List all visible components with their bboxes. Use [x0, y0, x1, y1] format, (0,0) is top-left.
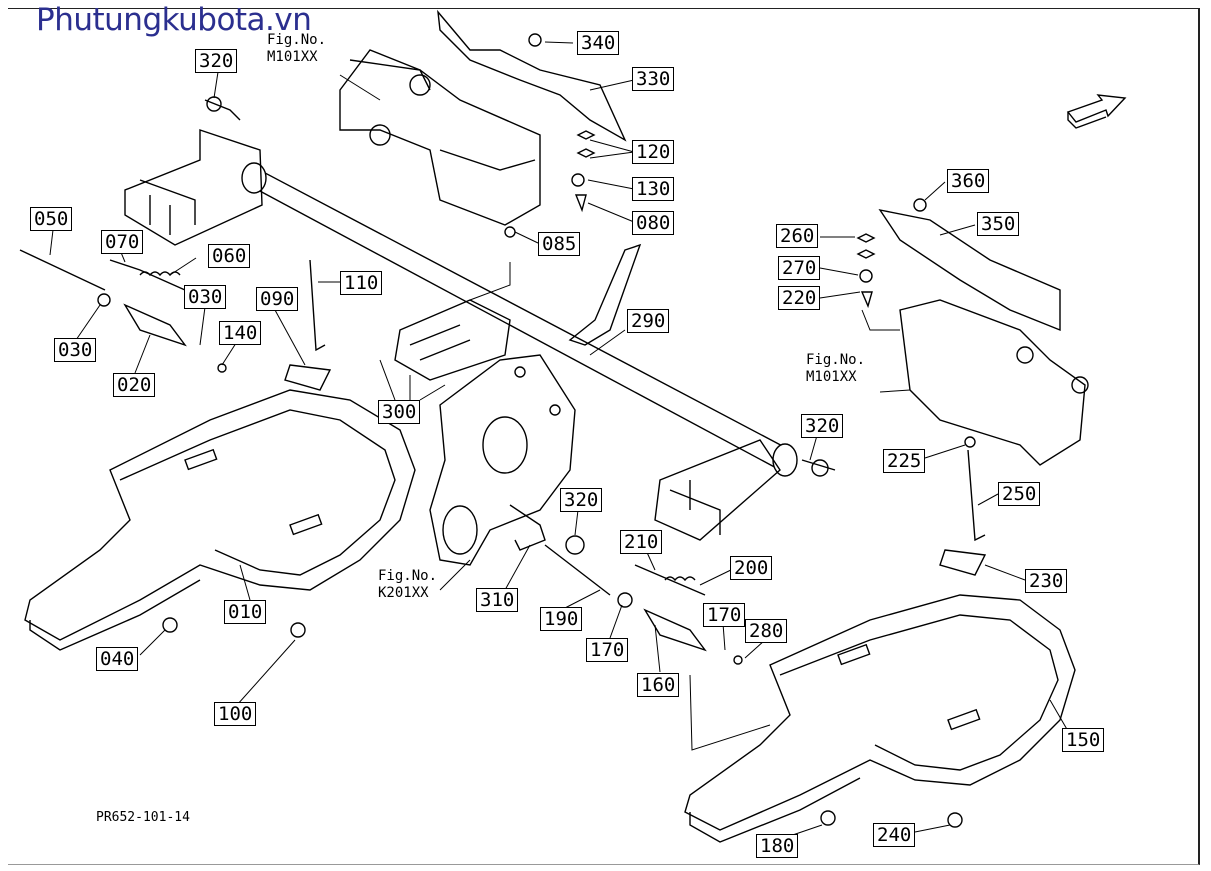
right-end-bracket [654, 439, 836, 541]
part-label-320-right[interactable]: 320 [801, 414, 844, 438]
part-label-310[interactable]: 310 [476, 588, 519, 612]
part-label-085[interactable]: 085 [538, 232, 581, 256]
part-label-030-right[interactable]: 030 [184, 285, 227, 309]
left-frame-bracket [339, 49, 541, 226]
part-label-230[interactable]: 230 [1025, 569, 1068, 593]
part-label-340[interactable]: 340 [577, 31, 620, 55]
part-label-150[interactable]: 150 [1062, 728, 1105, 752]
part-label-070[interactable]: 070 [101, 230, 144, 254]
fig-ref-m101-left: Fig.No.M101XX [267, 32, 327, 65]
part-label-240[interactable]: 240 [873, 823, 916, 847]
part-label-090[interactable]: 090 [256, 287, 299, 311]
part-label-060[interactable]: 060 [208, 244, 251, 268]
part-label-180[interactable]: 180 [756, 834, 799, 858]
drawing-frame [8, 8, 1200, 865]
part-label-320-top[interactable]: 320 [195, 49, 238, 73]
arm-290 [568, 243, 642, 346]
watermark-text: Phutungkubota.vn [36, 2, 312, 38]
fig-ref-k201: Fig.No.K201XX [378, 568, 438, 601]
part-label-130[interactable]: 130 [632, 177, 675, 201]
fig-ref-m101-right: Fig.No.M101XX [806, 352, 866, 385]
part-label-280[interactable]: 280 [745, 619, 788, 643]
part-label-080[interactable]: 080 [632, 211, 675, 235]
part-label-160[interactable]: 160 [637, 673, 680, 697]
plate-330 [437, 9, 627, 142]
part-label-040[interactable]: 040 [96, 647, 139, 671]
left-fender [24, 389, 416, 651]
part-label-220[interactable]: 220 [778, 286, 821, 310]
part-label-290[interactable]: 290 [627, 309, 670, 333]
part-label-330[interactable]: 330 [632, 67, 675, 91]
part-label-170-left[interactable]: 170 [586, 638, 629, 662]
part-label-320-mid[interactable]: 320 [560, 488, 603, 512]
part-label-170-right[interactable]: 170 [703, 603, 746, 627]
leader-lines [49, 41, 1073, 841]
part-label-300[interactable]: 300 [378, 400, 421, 424]
part-label-270[interactable]: 270 [778, 256, 821, 280]
part-label-190[interactable]: 190 [540, 607, 583, 631]
right-frame-bracket [878, 208, 1089, 466]
part-label-030-left[interactable]: 030 [54, 338, 97, 362]
part-label-110[interactable]: 110 [340, 271, 383, 295]
part-label-010[interactable]: 010 [224, 600, 267, 624]
part-label-200[interactable]: 200 [730, 556, 773, 580]
part-label-120[interactable]: 120 [632, 140, 675, 164]
part-label-210[interactable]: 210 [620, 530, 663, 554]
direction-arrow-icon [1066, 94, 1127, 129]
part-label-260[interactable]: 260 [776, 224, 819, 248]
part-label-020[interactable]: 020 [113, 373, 156, 397]
part-label-350[interactable]: 350 [977, 212, 1020, 236]
gearbox-housing [394, 299, 576, 566]
part-label-140[interactable]: 140 [219, 321, 262, 345]
part-label-360[interactable]: 360 [947, 169, 990, 193]
part-label-100[interactable]: 100 [214, 702, 257, 726]
part-label-050[interactable]: 050 [30, 207, 73, 231]
right-fender [684, 594, 1076, 843]
part-label-250[interactable]: 250 [998, 482, 1041, 506]
part-label-225[interactable]: 225 [883, 449, 926, 473]
drawing-code: PR652-101-14 [96, 810, 190, 825]
